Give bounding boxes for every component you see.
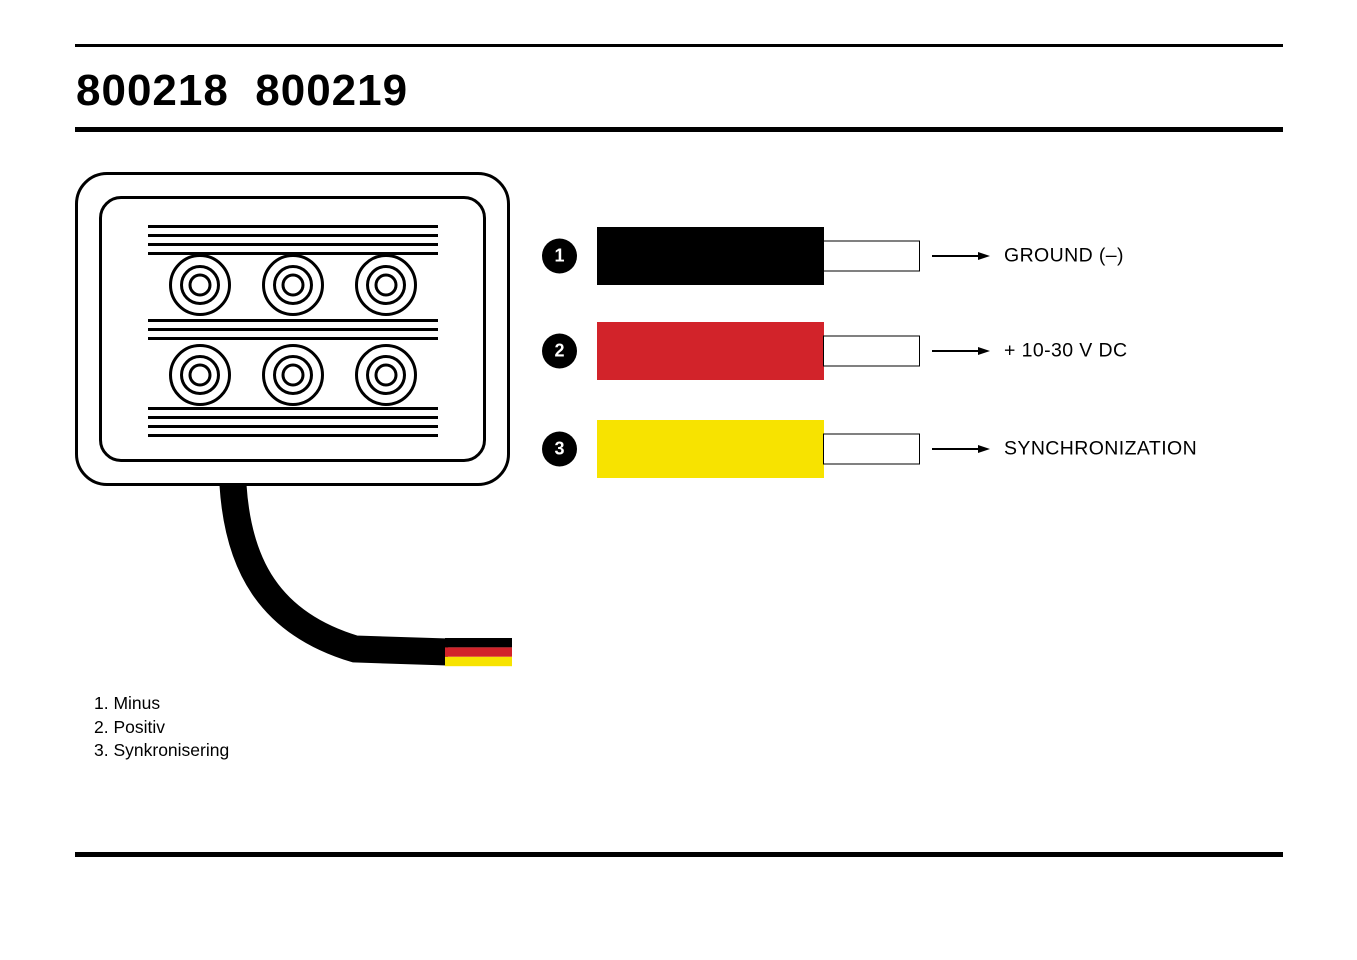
wire-number-badge: 2	[542, 333, 577, 369]
led-lens	[262, 344, 324, 406]
wire-label: SYNCHRONIZATION	[1004, 437, 1198, 460]
led-core	[281, 273, 305, 297]
led-lens	[262, 254, 324, 316]
wire-label: GROUND (–)	[1004, 244, 1124, 267]
heatsink-line	[148, 337, 438, 340]
led-lens	[169, 254, 231, 316]
led-core	[188, 273, 212, 297]
led-ring	[366, 355, 406, 395]
heatsink-line	[148, 328, 438, 331]
heatsink-line	[148, 234, 438, 237]
led-core	[374, 363, 398, 387]
wire-label: + 10-30 V DC	[1004, 339, 1128, 362]
wire-color-bar	[597, 420, 824, 478]
arrow-right-icon	[932, 345, 990, 357]
led-core	[281, 363, 305, 387]
wire-row-sync: 3 SYNCHRONIZATION	[542, 420, 1332, 478]
wire-row-positive: 2 + 10-30 V DC	[542, 322, 1332, 380]
led-lens	[169, 344, 231, 406]
heatsink-line	[148, 425, 438, 428]
wire-number-badge: 1	[542, 238, 577, 274]
wire-tip-ground	[445, 638, 512, 648]
top-rule	[75, 44, 1283, 47]
led-ring	[366, 265, 406, 305]
led-ring	[273, 355, 313, 395]
heatsink-line	[148, 225, 438, 228]
led-core	[188, 363, 212, 387]
wire-connector	[823, 240, 920, 272]
wire-connector	[823, 433, 920, 465]
heatsink-line	[148, 319, 438, 322]
cable-sheath	[219, 485, 449, 666]
wire-tip-sync	[445, 656, 512, 667]
led-ring	[180, 355, 220, 395]
heatsink-line	[148, 416, 438, 419]
lamp-inner-housing	[99, 196, 486, 462]
led-ring	[273, 265, 313, 305]
power-cable	[219, 485, 512, 667]
led-lens	[355, 254, 417, 316]
wire-color-bar	[597, 227, 824, 285]
heatsink-line	[148, 243, 438, 246]
footnote-item: 2. Positiv	[94, 716, 165, 737]
footnote-item: 3. Synkronisering	[94, 740, 230, 760]
led-core	[374, 273, 398, 297]
led-panel	[148, 225, 438, 437]
wire-row-ground: 1 GROUND (–)	[542, 227, 1332, 285]
led-ring	[180, 265, 220, 305]
arrow-right-icon	[932, 250, 990, 262]
heatsink-line	[148, 434, 438, 437]
wire-color-bar	[597, 322, 824, 380]
wire-connector	[823, 335, 920, 367]
footnote-list: 1. Minus 2. Positiv 3. Synkronisering	[94, 692, 229, 763]
wire-tip-positive	[445, 647, 512, 657]
bottom-rule	[75, 852, 1283, 857]
wire-number-badge: 3	[542, 431, 577, 467]
arrow-right-icon	[932, 443, 990, 455]
page-title: 800218 800219	[76, 66, 409, 115]
footnote-item: 1. Minus	[94, 693, 161, 713]
title-underline-rule	[75, 127, 1283, 132]
led-lens	[355, 344, 417, 406]
heatsink-line	[148, 252, 438, 255]
heatsink-line	[148, 407, 438, 410]
